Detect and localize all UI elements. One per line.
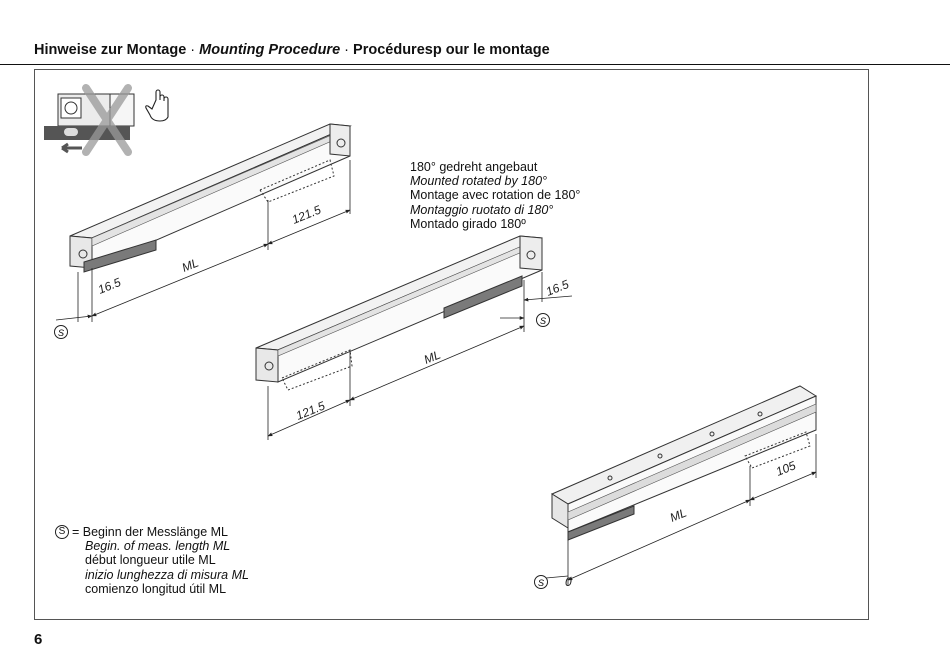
s-marker-1: S [58, 328, 64, 338]
s-marker-3: S [538, 578, 544, 588]
legend-spanish: comienzo longitud útil ML [85, 581, 227, 596]
dim-105: 105 [774, 458, 798, 479]
note-spanish: Montado girado 180º [410, 216, 526, 231]
legend-italian: inizio lunghezza di misura ML [85, 567, 249, 582]
dim-16-5-2: 16.5 [544, 277, 571, 299]
s-marker-2: S [540, 316, 546, 326]
dimension-lines-2 [267, 272, 573, 440]
header-german: Hinweise zur Montage [34, 42, 187, 58]
pointing-hand-icon [145, 89, 169, 122]
dim-ml-2: ML [422, 348, 443, 367]
header-rule [0, 64, 950, 65]
dim-16-5-1: 16.5 [96, 275, 123, 297]
note-german: 180° gedreht angebaut [410, 160, 538, 174]
rotation-note: 180° gedreht angebaut Mounted rotated by… [410, 160, 580, 231]
s-symbol: S [55, 525, 69, 540]
dim-ml-1: ML [180, 256, 201, 275]
figure-frame [34, 69, 869, 620]
header-separator: · [186, 42, 200, 58]
page-header: Hinweise zur Montage · Mounting Procedur… [34, 42, 550, 58]
dimension-lines-3 [534, 434, 817, 589]
note-italian: Montaggio ruotato di 180° [410, 202, 554, 217]
dim-ml-3: ML [668, 506, 689, 525]
page-number: 6 [34, 631, 43, 648]
legend-english: Begin. of meas. length ML [85, 539, 231, 554]
encoder-standard [69, 123, 352, 273]
encoder-rotated [255, 235, 543, 391]
legend-german: = Beginn der Messlänge ML [72, 525, 228, 539]
legend-french: début longueur utile ML [85, 553, 216, 568]
incorrect-mounting-icon [44, 84, 135, 156]
note-french: Montage avec rotation de 180° [410, 188, 581, 203]
dim-zero: 0 [565, 575, 572, 589]
note-english: Mounted rotated by 180° [410, 174, 548, 189]
legend: S = Beginn der Messlänge ML Begin. of me… [55, 525, 249, 596]
header-english: Mounting Procedure [199, 42, 341, 58]
dim-121-5-2: 121.5 [294, 398, 327, 422]
header-separator: · [340, 42, 354, 58]
header-french: Procéduresp our le montage [353, 42, 550, 58]
dimension-lines-1 [54, 160, 351, 339]
